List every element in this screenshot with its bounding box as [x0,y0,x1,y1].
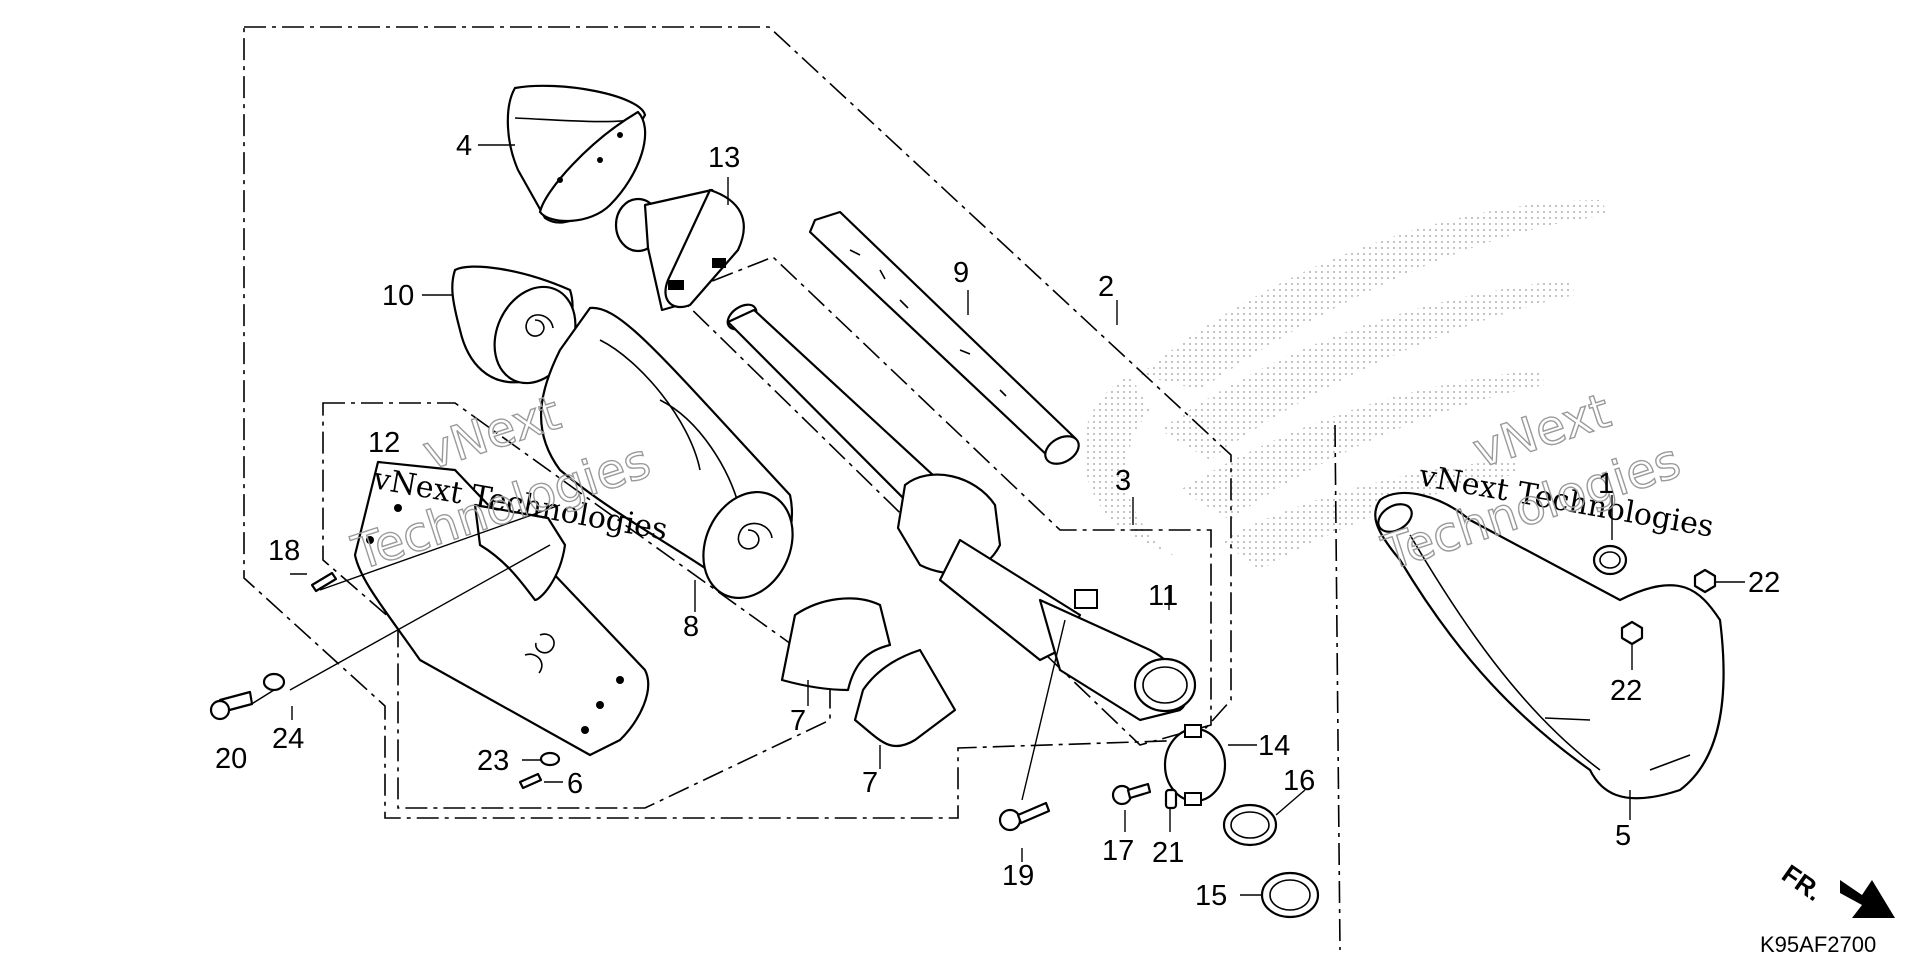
callout-14: 14 [1258,730,1290,762]
part-15-gasket [1260,871,1320,919]
part-13-inner-cap [614,188,745,312]
callout-4: 4 [456,130,472,162]
part-17-bolt [1111,782,1152,806]
wing-emblem-watermark [1082,200,1610,570]
callout-2: 2 [1098,271,1114,303]
part-21-spring [1164,788,1178,810]
part-7-protector-lower [853,648,957,748]
callout-3: 3 [1115,465,1131,497]
callout-6: 6 [567,768,583,800]
part-6-screw [518,772,543,790]
callout-10: 10 [382,280,414,312]
part-24-washer [262,672,286,692]
callout-22-lower: 22 [1610,675,1642,707]
callout-11: 11 [1148,580,1178,612]
part-14-clamp [1163,724,1227,806]
callout-20: 20 [215,743,247,775]
callout-13: 13 [708,142,740,174]
part-5-exhaust-pipe [1374,491,1725,800]
callouts: 1 2 3 4 5 6 7 7 8 9 10 11 12 13 14 15 16… [215,130,1780,912]
callout-22-right: 22 [1748,567,1780,599]
callout-24: 24 [272,723,304,755]
part-18-bolt [310,571,338,593]
part-16-gasket [1222,803,1278,847]
callout-1: 1 [1598,468,1614,500]
part-22-nut-lower [1620,620,1644,646]
part-20-bolt [209,690,254,721]
part-19-bolt [998,801,1051,832]
leader-lines [249,144,1745,896]
callout-5: 5 [1615,820,1631,852]
front-direction-label: FR. [1777,858,1829,907]
part-3-inner-tube [726,303,1197,722]
part-4-end-cap [506,84,647,224]
part-9-packing-sheet [808,210,1080,465]
callout-7-lower: 7 [862,767,878,799]
front-arrow-icon [1840,880,1895,918]
callout-15: 15 [1195,880,1227,912]
callout-12: 12 [368,427,400,459]
callout-9: 9 [953,257,969,289]
part-7-protector-upper [780,597,892,692]
callout-21: 21 [1152,837,1184,869]
figure-code: K95AF2700 [1760,932,1876,957]
front-direction-indicator: FR. [1777,858,1895,918]
callout-17: 17 [1102,835,1134,867]
callout-19: 19 [1002,860,1034,892]
callout-18: 18 [268,535,300,567]
callout-23: 23 [477,745,509,777]
part-12-side-cover [353,460,650,757]
callout-8: 8 [683,611,699,643]
part-1-gasket [1592,544,1628,576]
part-22-nut-right [1693,568,1717,594]
callout-16: 16 [1283,765,1315,797]
part-23-washer [539,751,561,767]
part-8-muffler-packing [540,306,794,600]
callout-7-upper: 7 [790,705,806,737]
